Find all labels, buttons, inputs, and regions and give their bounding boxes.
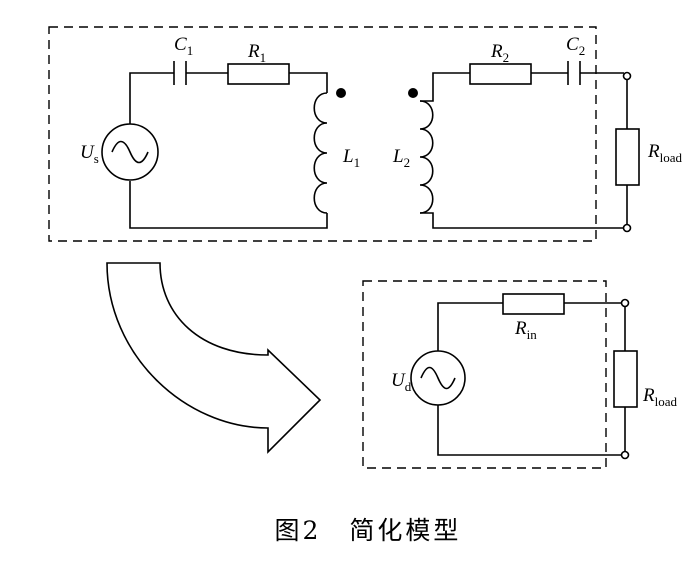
source-ud [410, 350, 466, 406]
primary-loop [129, 72, 328, 229]
capacitor-c1 [173, 61, 187, 85]
resistor-r2 [469, 63, 532, 85]
label-rload-bottom: Rload [642, 385, 677, 409]
terminal [620, 450, 630, 460]
bottom-dashed-boundary [362, 280, 607, 469]
resistor-rload-bottom [613, 350, 638, 408]
capacitor-c2 [567, 61, 581, 85]
secondary-loop [420, 72, 628, 229]
simplified-loop [437, 302, 626, 456]
terminal [620, 298, 630, 308]
inductor-l2 [419, 100, 434, 214]
terminal [622, 223, 632, 233]
label-l2: L2 [392, 146, 410, 170]
resistor-r1 [227, 63, 290, 85]
top-dashed-boundary [48, 26, 597, 242]
dot-l2 [408, 88, 418, 98]
label-c1: C1 [174, 34, 193, 58]
label-r2: R2 [490, 41, 509, 65]
resistor-rload-top [615, 128, 640, 186]
resistor-rin [502, 293, 565, 315]
figure-caption: 图2 简化模型 [275, 516, 462, 545]
label-c2: C2 [566, 34, 585, 58]
terminal [622, 71, 632, 81]
label-rin: Rin [514, 318, 537, 342]
label-us: Us [80, 142, 99, 166]
label-ud: Ud [391, 370, 412, 394]
label-l1: L1 [342, 146, 360, 170]
dot-l1 [336, 88, 346, 98]
source-us [101, 123, 159, 181]
label-r1: R1 [247, 41, 266, 65]
label-rload-top: Rload [647, 141, 682, 165]
inductor-l1 [313, 92, 328, 214]
curved-arrow [106, 262, 322, 454]
